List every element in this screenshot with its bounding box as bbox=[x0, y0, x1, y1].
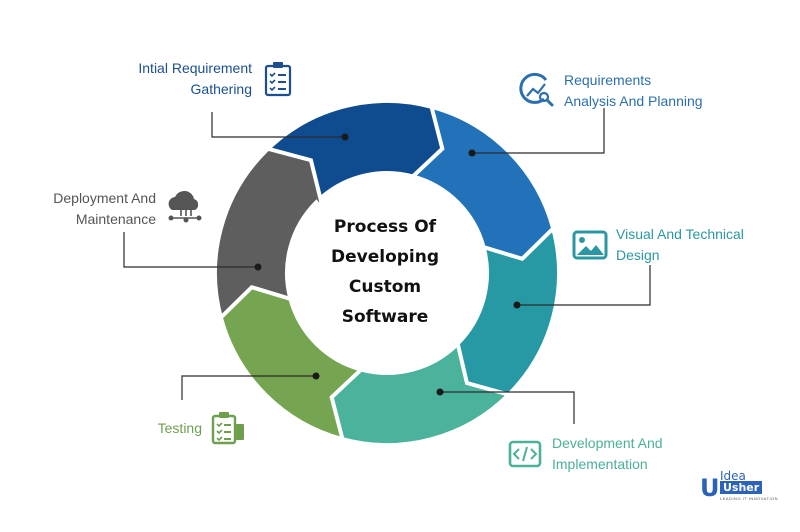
ring-segment-deployment bbox=[213, 143, 326, 322]
ring-segment-design bbox=[448, 224, 561, 403]
connector-gathering bbox=[211, 112, 345, 138]
cycle-ring bbox=[208, 93, 566, 453]
stage-label-requirement-gathering: Intial Requirement Gathering bbox=[138, 58, 252, 100]
stage-label-deployment-maintenance: Deployment And Maintenance bbox=[53, 188, 156, 230]
stage-label-line: Maintenance bbox=[75, 211, 156, 227]
connector-design bbox=[517, 265, 651, 306]
stage-label-line: Testing bbox=[157, 420, 202, 436]
analysis-magnifier-icon bbox=[519, 72, 554, 107]
stage-label-line: Visual And Technical bbox=[616, 226, 744, 242]
logo-mark: U bbox=[700, 474, 720, 502]
center-disc bbox=[289, 175, 485, 371]
image-icon bbox=[572, 230, 608, 260]
logo-tagline: LEADING IT INNOVATION bbox=[720, 496, 779, 501]
logo-bottom-word: Usher bbox=[720, 481, 763, 494]
center-title-line: Process Of bbox=[333, 217, 437, 237]
connector-dot-analysis bbox=[468, 149, 476, 157]
stage-label-line: Deployment And bbox=[53, 190, 156, 206]
connector-dot-gathering bbox=[341, 133, 349, 141]
stage-label-development-implementation: Development And Implementation bbox=[552, 433, 663, 475]
ring-segment-testing bbox=[208, 280, 366, 442]
test-checklist-icon bbox=[211, 412, 244, 445]
center-title-line: Software bbox=[341, 307, 429, 327]
stage-label-line: Requirements bbox=[564, 72, 652, 88]
connector-development bbox=[440, 391, 575, 424]
stage-label-line: Analysis And Planning bbox=[564, 93, 703, 109]
connector-dot-design bbox=[513, 301, 521, 309]
connector-deployment bbox=[123, 232, 258, 268]
clipboard-checklist-icon bbox=[264, 62, 292, 97]
ring-segment-development bbox=[325, 339, 513, 453]
center-title-line: Developing bbox=[330, 247, 440, 267]
ring-segment-analysis bbox=[408, 104, 566, 266]
stage-label-line: Intial Requirement bbox=[138, 60, 252, 76]
connector-lines bbox=[123, 108, 651, 424]
center-title-line: Custom bbox=[348, 277, 422, 297]
connector-analysis bbox=[472, 108, 605, 154]
connector-dot-development bbox=[436, 388, 444, 396]
stage-icons bbox=[168, 62, 608, 468]
stage-label-line: Gathering bbox=[190, 81, 252, 97]
connector-testing bbox=[181, 375, 316, 400]
logo-top-word: Idea bbox=[720, 469, 746, 483]
connector-dot-testing bbox=[312, 372, 320, 380]
stage-label-line: Development And bbox=[552, 435, 663, 451]
code-icon bbox=[508, 440, 542, 468]
stage-label-visual-technical-design: Visual And Technical Design bbox=[616, 224, 744, 266]
stage-label-testing: Testing bbox=[158, 418, 202, 439]
stage-label-line: Design bbox=[616, 247, 660, 263]
idea-usher-logo: U Idea Usher LEADING IT INNOVATION bbox=[700, 469, 778, 504]
center-title: Process Of Developing Custom Software bbox=[300, 212, 470, 332]
cloud-network-icon bbox=[168, 190, 202, 223]
connector-dot-deployment bbox=[254, 263, 262, 271]
stage-label-line: Implementation bbox=[552, 456, 648, 472]
stage-label-analysis-planning: Requirements Analysis And Planning bbox=[564, 70, 703, 112]
